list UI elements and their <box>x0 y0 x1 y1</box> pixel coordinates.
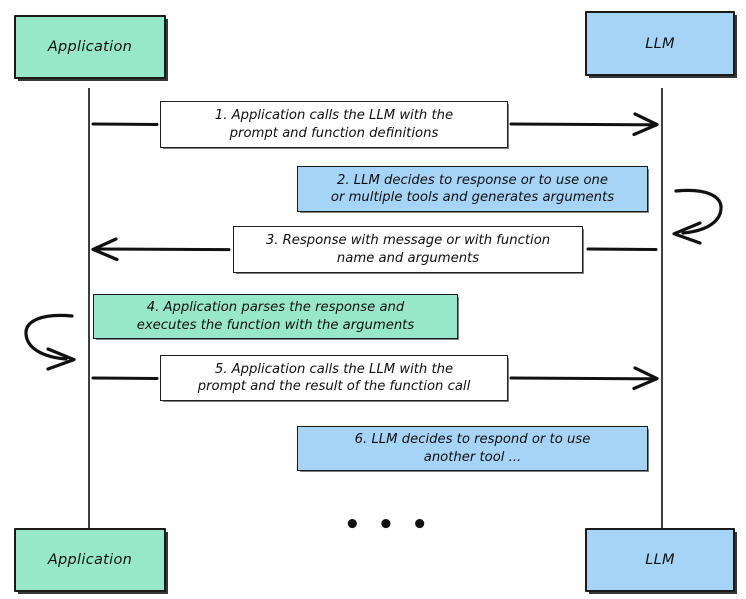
arrow-msg1-head <box>632 112 659 137</box>
arrow-msg1-shaft-right <box>509 122 657 127</box>
message-note-3-text: 3. Response with message or with functio… <box>266 232 550 267</box>
message-note-6[interactable]: 6. LLM decides to respond or to use anot… <box>297 426 648 471</box>
actor-box-llm-top[interactable]: LLM <box>585 11 735 76</box>
message-note-3-line1: 3. Response with message or with functio… <box>265 233 551 249</box>
arrow-msg5-stub-left <box>91 376 159 380</box>
message-note-2-line2: or multiple tools and generates argument… <box>330 190 615 205</box>
arrow-msg5-shaft-right <box>509 376 657 381</box>
message-note-1-line1: 1. Application calls the LLM with the <box>214 108 454 124</box>
arrow-msg3-shaft-left <box>93 247 231 252</box>
message-note-2-text: 2. LLM decides to response or to use one… <box>331 172 614 207</box>
arrow-msg3-stub-right <box>586 247 658 251</box>
actor-label-llm-bottom: LLM <box>645 552 675 568</box>
arrow-msg4-head <box>46 347 76 371</box>
message-note-4[interactable]: 4. Application parses the response and e… <box>93 294 458 339</box>
actor-label-llm-top: LLM <box>645 35 675 52</box>
message-note-6-line2: another tool ... <box>423 449 522 465</box>
message-note-4-text: 4. Application parses the response and e… <box>137 299 414 334</box>
message-note-2-line1: 2. LLM decides to response or to use one <box>337 172 608 188</box>
message-note-3-line2: name and arguments <box>336 250 480 266</box>
message-note-4-line1: 4. Application parses the response and <box>146 300 405 316</box>
message-note-2[interactable]: 2. LLM decides to response or to use one… <box>297 166 648 212</box>
message-note-5-line1: 5. Application calls the LLM with the <box>214 361 454 377</box>
message-note-1[interactable]: 1. Application calls the LLM with the pr… <box>160 101 508 148</box>
arrow-msg5-head <box>632 366 659 391</box>
message-note-4-line2: executes the function with the arguments <box>136 317 415 333</box>
arrow-msg2-head <box>672 221 702 245</box>
message-note-5[interactable]: 5. Application calls the LLM with the pr… <box>160 355 508 401</box>
lifeline-application <box>88 88 90 531</box>
actor-box-llm-bottom[interactable]: LLM <box>585 528 735 592</box>
message-note-1-text: 1. Application calls the LLM with the pr… <box>215 107 453 142</box>
continuation-ellipsis: • • • <box>344 510 432 540</box>
actor-box-application-bottom[interactable]: Application <box>14 528 166 592</box>
actor-box-application-top[interactable]: Application <box>14 15 166 79</box>
message-note-6-text: 6. LLM decides to respond or to use anot… <box>355 431 591 466</box>
actor-label-application-top: Application <box>47 39 133 55</box>
message-note-6-line1: 6. LLM decides to respond or to use <box>354 432 591 448</box>
arrow-msg4-selfloop <box>24 313 74 361</box>
actor-label-application-bottom: Application <box>47 552 133 568</box>
lifeline-llm <box>661 88 663 531</box>
message-note-5-line2: prompt and the result of the function ca… <box>197 379 471 394</box>
message-note-3[interactable]: 3. Response with message or with functio… <box>233 226 583 273</box>
arrow-msg1-stub-left <box>91 122 159 126</box>
arrow-msg2-selfloop <box>674 188 723 235</box>
message-note-1-line2: prompt and function definitions <box>229 125 439 141</box>
arrow-msg3-head <box>91 237 119 262</box>
message-note-5-text: 5. Application calls the LLM with the pr… <box>198 361 471 396</box>
